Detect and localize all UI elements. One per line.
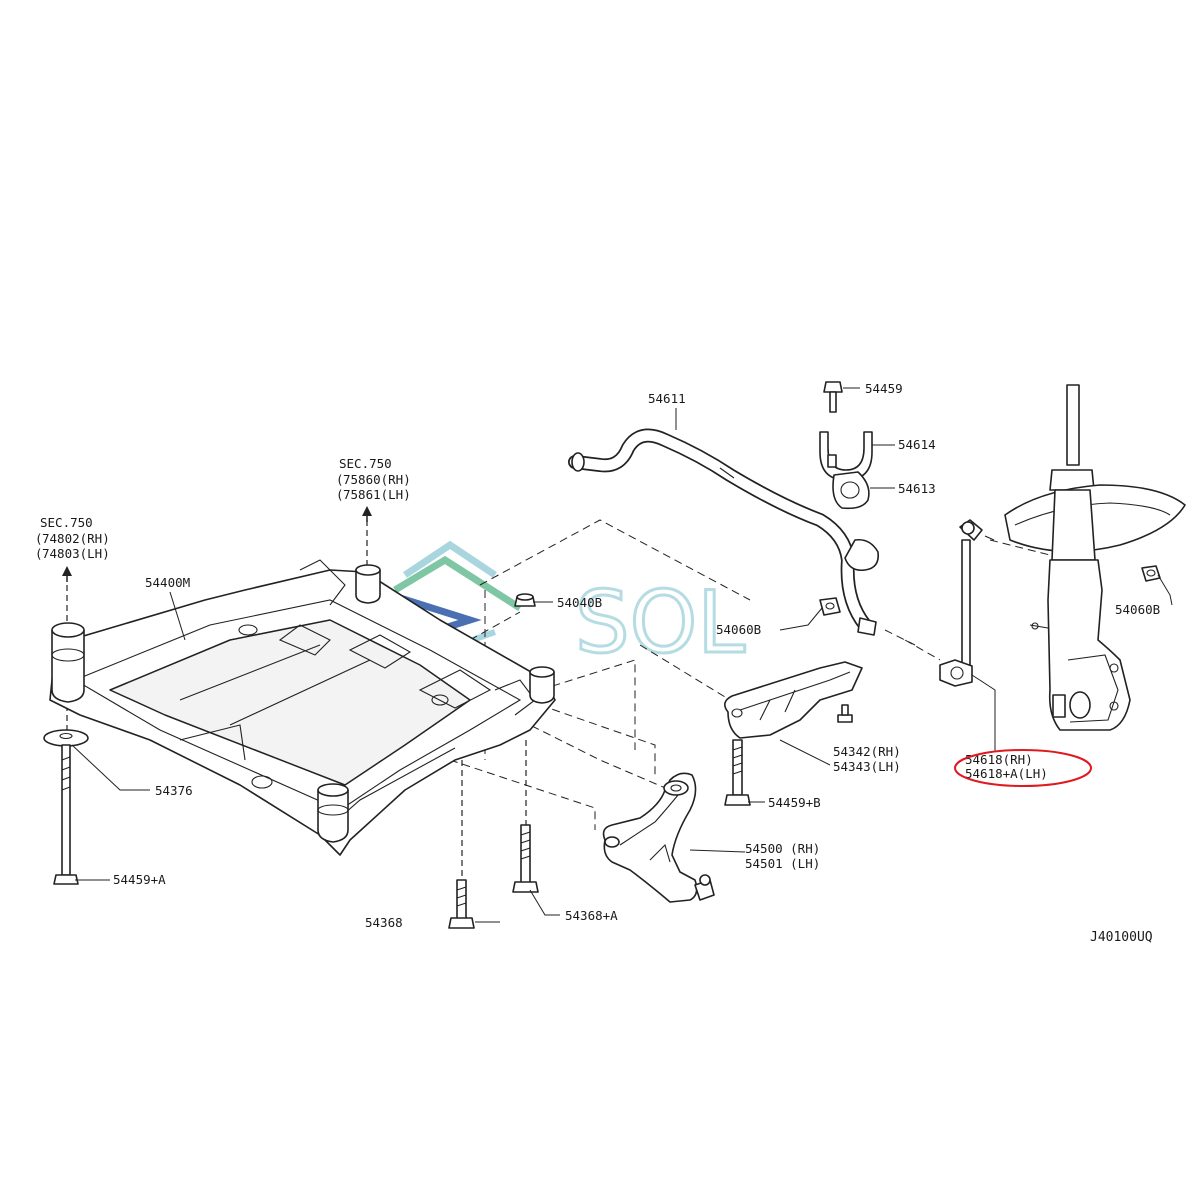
arrow-up-top xyxy=(362,506,372,522)
label-54618-rh: 54618(RH) xyxy=(965,752,1033,767)
stabilizer-bushing xyxy=(832,471,870,510)
bolt-54459-a xyxy=(53,744,79,885)
leader-lines xyxy=(71,387,1173,923)
sec-top-lh: 75861(LH) xyxy=(343,487,411,502)
sec-750-left-label: SEC.750 ( 74802(RH) ( 74803(LH) xyxy=(35,515,110,561)
sec-left-rh: 74802(RH) xyxy=(42,531,110,546)
lower-arm-bracket xyxy=(724,661,863,739)
watermark-text: SOL xyxy=(575,573,745,673)
nut-54060b-mid xyxy=(819,597,841,616)
svg-text:(: ( xyxy=(35,531,43,546)
sec-top-rh: 75860(RH) xyxy=(343,472,411,487)
label-54368-a: 54368+A xyxy=(565,908,618,923)
label-54611: 54611 xyxy=(648,391,686,406)
sec-left-title: SEC.750 xyxy=(40,515,93,530)
sec-left-lh: 74803(LH) xyxy=(42,546,110,561)
watermark-chevron-mid xyxy=(393,555,522,611)
strut-assembly xyxy=(1004,384,1186,731)
label-54060b-right: 54060B xyxy=(1115,602,1160,617)
washer xyxy=(43,729,89,747)
diagram-code: J40100UQ xyxy=(1090,930,1153,945)
stabilizer-clamp xyxy=(819,431,873,481)
label-54459: 54459 xyxy=(865,381,903,396)
label-54459-a: 54459+A xyxy=(113,872,166,887)
label-54500-rh: 54500 (RH) xyxy=(745,841,820,856)
stabilizer-bar xyxy=(568,428,880,636)
subframe-crossmember xyxy=(49,559,556,856)
lower-control-arm xyxy=(602,772,715,903)
label-54040b: 54040B xyxy=(557,595,602,610)
bracket-small-bolt xyxy=(837,704,853,723)
label-54613: 54613 xyxy=(898,481,936,496)
label-54614: 54614 xyxy=(898,437,936,452)
watermark-logo: SOL xyxy=(393,540,747,675)
svg-text:(: ( xyxy=(35,546,43,561)
nut-54060b-right xyxy=(1141,565,1161,582)
label-54376: 54376 xyxy=(155,783,193,798)
svg-text:(: ( xyxy=(336,472,344,487)
stabilizer-link xyxy=(939,519,995,687)
bolt-54368 xyxy=(448,879,475,929)
subframe-bushing-rear-left xyxy=(317,783,349,843)
label-54343-lh: 54343(LH) xyxy=(833,759,901,774)
subframe-bushing-top xyxy=(355,564,381,604)
label-54501-lh: 54501 (LH) xyxy=(745,856,820,871)
nut-54040b xyxy=(514,593,536,607)
subframe-bushing-rear-right xyxy=(529,666,555,704)
stabilizer-link-callout: 54618(RH) 54618+A(LH) xyxy=(954,749,1092,787)
svg-text:(: ( xyxy=(336,487,344,502)
bolt-54368-a xyxy=(512,824,539,893)
subframe-bushing-front-left xyxy=(51,622,85,703)
bolt-54459-b xyxy=(724,739,751,806)
highlight-ellipse xyxy=(954,749,1092,787)
arrow-up-left xyxy=(62,566,72,582)
watermark-chevron-top xyxy=(403,540,497,578)
label-54060b-mid: 54060B xyxy=(716,622,761,637)
label-54618-a-lh: 54618+A(LH) xyxy=(965,766,1048,781)
sec-750-top-label: SEC.750 ( 75860(RH) ( 75861(LH) xyxy=(336,456,411,502)
label-54342-rh: 54342(RH) xyxy=(833,744,901,759)
label-54459-b: 54459+B xyxy=(768,795,821,810)
sec-top-title: SEC.750 xyxy=(339,456,392,471)
label-54368: 54368 xyxy=(365,915,403,930)
label-54400m: 54400M xyxy=(145,575,190,590)
bolt-54459 xyxy=(823,381,843,413)
